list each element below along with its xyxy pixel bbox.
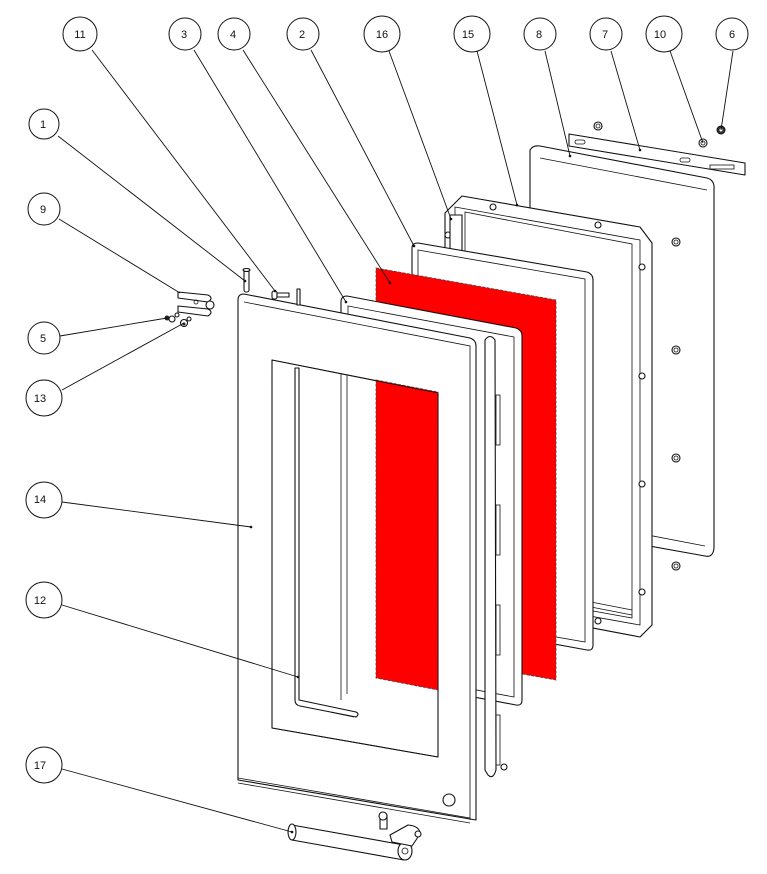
part-7-top-bracket (568, 133, 746, 176)
svg-text:1: 1 (40, 119, 46, 131)
callout-14: 14 (25, 481, 63, 519)
svg-text:12: 12 (34, 595, 46, 607)
svg-text:2: 2 (299, 29, 305, 41)
svg-text:8: 8 (536, 29, 542, 41)
svg-text:6: 6 (729, 29, 735, 41)
callout-1: 1 (28, 108, 60, 140)
svg-text:5: 5 (40, 333, 46, 345)
svg-text:13: 13 (34, 393, 46, 405)
callout-11: 11 (62, 16, 98, 52)
callout-8: 8 (523, 17, 557, 51)
svg-text:15: 15 (462, 29, 474, 41)
svg-text:3: 3 (181, 29, 187, 41)
callout-9: 9 (27, 192, 61, 226)
svg-text:9: 9 (40, 204, 46, 216)
callout-15: 15 (453, 15, 491, 53)
svg-text:11: 11 (74, 29, 85, 41)
part-13-screw (179, 316, 192, 328)
leader-lines (57, 49, 734, 834)
part-11-stud (271, 288, 301, 306)
svg-text:14: 14 (34, 494, 46, 506)
part-17-closer (287, 811, 422, 861)
part-9-hinge-plate (177, 291, 215, 317)
callout-17: 17 (25, 746, 63, 784)
callout-7: 7 (589, 17, 623, 51)
callout-6: 6 (715, 17, 749, 51)
part-12-handle-strip (294, 367, 359, 718)
part-14-outer-door (237, 293, 477, 824)
svg-text:10: 10 (654, 29, 666, 41)
callout-2: 2 (286, 17, 320, 51)
callout-13: 13 (25, 379, 63, 417)
svg-text:7: 7 (602, 29, 608, 41)
callout-4: 4 (217, 17, 251, 51)
svg-text:17: 17 (34, 760, 46, 772)
callout-16: 16 (363, 15, 401, 53)
svg-text:16: 16 (376, 29, 388, 41)
callout-12: 12 (25, 581, 63, 619)
callout-10: 10 (645, 15, 683, 53)
callout-3: 3 (168, 17, 202, 51)
callouts: 11 3 4 2 16 15 8 7 10 6 1 9 5 13 14 12 1… (25, 15, 749, 784)
hinge-rail (484, 335, 508, 778)
part-5-screw (164, 312, 180, 323)
callout-5: 5 (27, 321, 61, 355)
svg-text:4: 4 (230, 29, 236, 41)
